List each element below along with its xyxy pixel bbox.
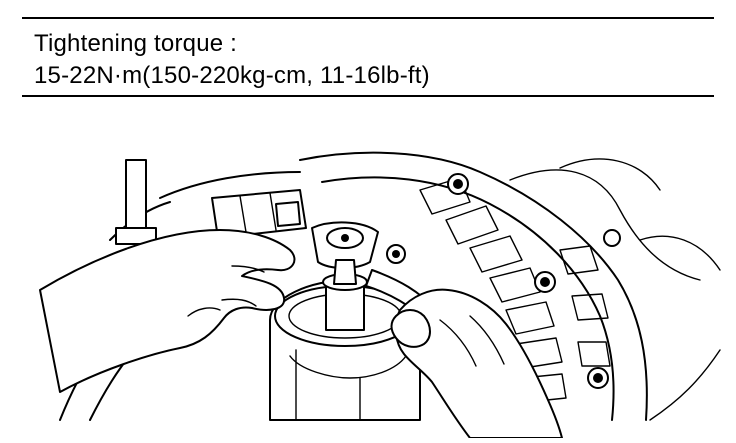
service-illustration — [0, 120, 736, 439]
harness-connector — [211, 189, 307, 239]
illustration-drawing — [39, 151, 721, 439]
left-hand — [39, 229, 296, 393]
right-hand — [390, 288, 563, 439]
torque-spec-box: Tightening torque : 15-22N·m(150-220kg-c… — [22, 17, 714, 97]
torque-spec-label: Tightening torque : — [34, 30, 238, 57]
flange-bolts — [386, 173, 621, 389]
guide-rod — [115, 159, 157, 245]
torque-wrench — [311, 221, 437, 331]
torque-spec-value: 15-22N·m(150-220kg-cm, 11-16lb-ft) — [34, 62, 430, 89]
